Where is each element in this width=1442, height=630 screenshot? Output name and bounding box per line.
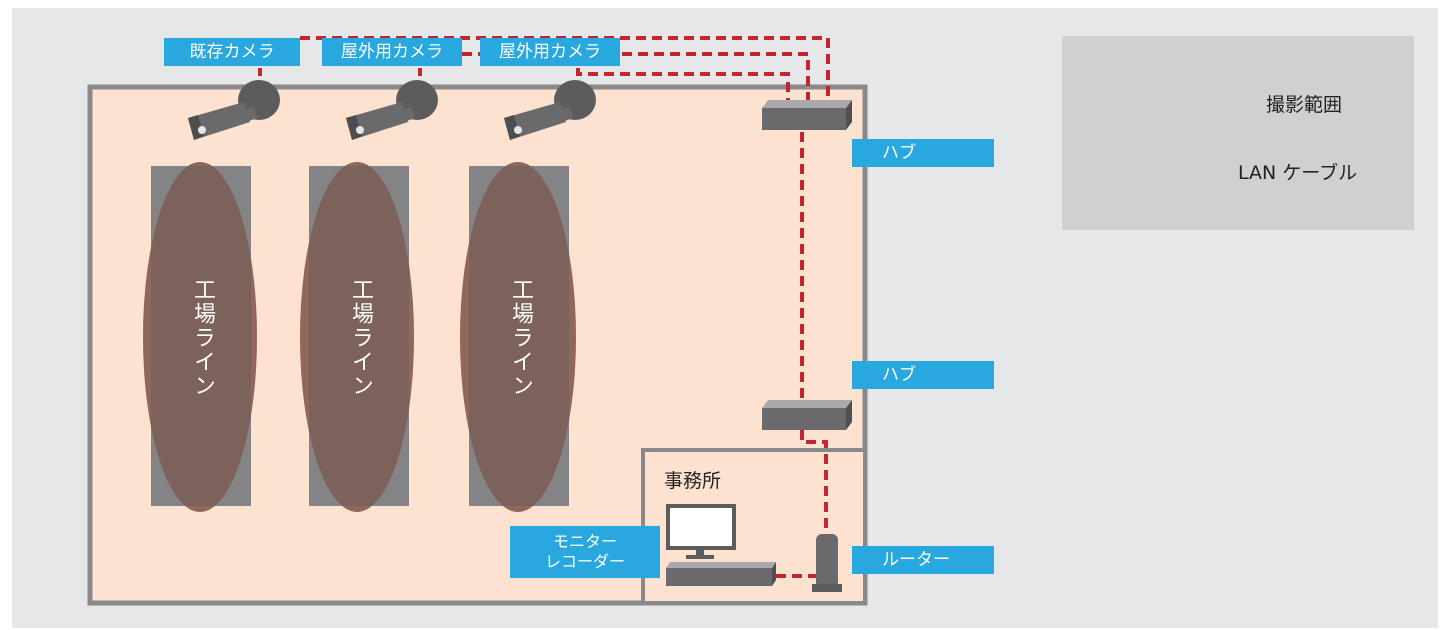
hub-label-2: ハブ bbox=[852, 361, 994, 389]
production-line-label-1: 工場ライン bbox=[190, 278, 215, 398]
legend-box bbox=[1062, 36, 1414, 230]
monitor bbox=[666, 504, 736, 559]
outdoor-camera-label-1: 屋外用カメラ bbox=[322, 38, 462, 66]
recorder-label-line2: レコーダー bbox=[544, 552, 625, 571]
production-line-1 bbox=[143, 162, 257, 512]
legend-lan-label: LAN ケーブル bbox=[1238, 162, 1358, 184]
office-title: 事務所 bbox=[664, 470, 722, 492]
production-line-label-3: 工場ライン bbox=[508, 278, 533, 398]
hub-2 bbox=[762, 400, 852, 430]
monitor-recorder-label: モニター レコーダー bbox=[510, 526, 660, 578]
hub-1 bbox=[762, 100, 852, 130]
production-line-3 bbox=[460, 162, 576, 512]
legend-range-label: 撮影範囲 bbox=[1266, 94, 1343, 116]
production-line-2 bbox=[300, 162, 414, 512]
recorder bbox=[666, 562, 776, 586]
existing-camera bbox=[188, 80, 280, 140]
outdoor-camera-label-2: 屋外用カメラ bbox=[480, 38, 620, 66]
existing-camera-label: 既存カメラ bbox=[164, 38, 300, 66]
router-label: ルーター bbox=[852, 546, 994, 574]
router bbox=[812, 534, 842, 592]
production-line-label-2: 工場ライン bbox=[348, 278, 373, 398]
recorder-label-line1: モニター bbox=[552, 532, 617, 551]
outdoor-camera-2 bbox=[504, 80, 596, 140]
hub-label-1: ハブ bbox=[852, 139, 994, 167]
outdoor-camera-1 bbox=[346, 80, 438, 140]
